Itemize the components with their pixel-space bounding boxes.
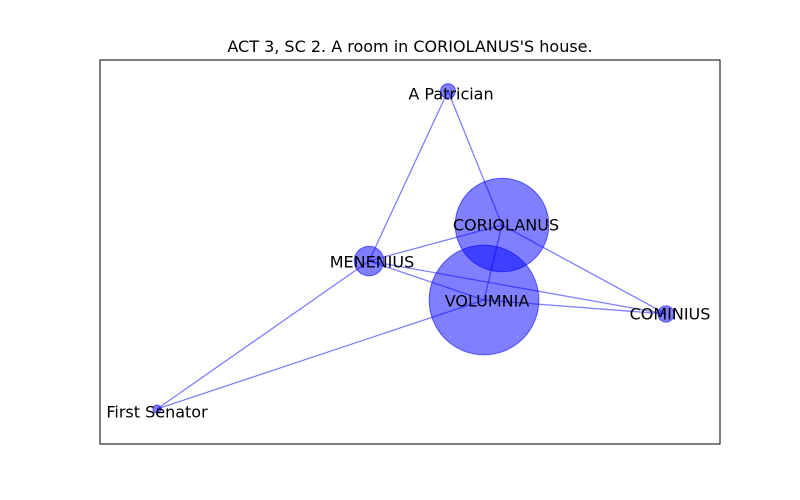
node-a-patrician: [440, 83, 456, 99]
node-volumnia: [428, 244, 540, 356]
nodes-layer: [152, 83, 675, 414]
node-label-first-senator: First Senator: [106, 403, 208, 422]
plot-frame: [99, 59, 721, 445]
figure-title: ACT 3, SC 2. A room in CORIOLANUS'S hous…: [227, 37, 592, 56]
node-cominius: [657, 305, 675, 323]
node-label-a-patrician: A Patrician: [408, 85, 493, 104]
node-first-senator: [152, 404, 162, 414]
edge-volumnia-first-senator: [156, 299, 485, 410]
edge-menenius-first-senator: [156, 260, 370, 410]
node-label-coriolanus: CORIOLANUS: [453, 216, 559, 235]
edges-layer: [156, 90, 667, 410]
node-label-cominius: COMINIUS: [630, 305, 711, 324]
node-label-volumnia: VOLUMNIA: [445, 292, 530, 311]
node-menenius: [353, 245, 385, 277]
node-label-menenius: MENENIUS: [330, 253, 415, 272]
edge-a-patrician-menenius: [368, 90, 449, 262]
